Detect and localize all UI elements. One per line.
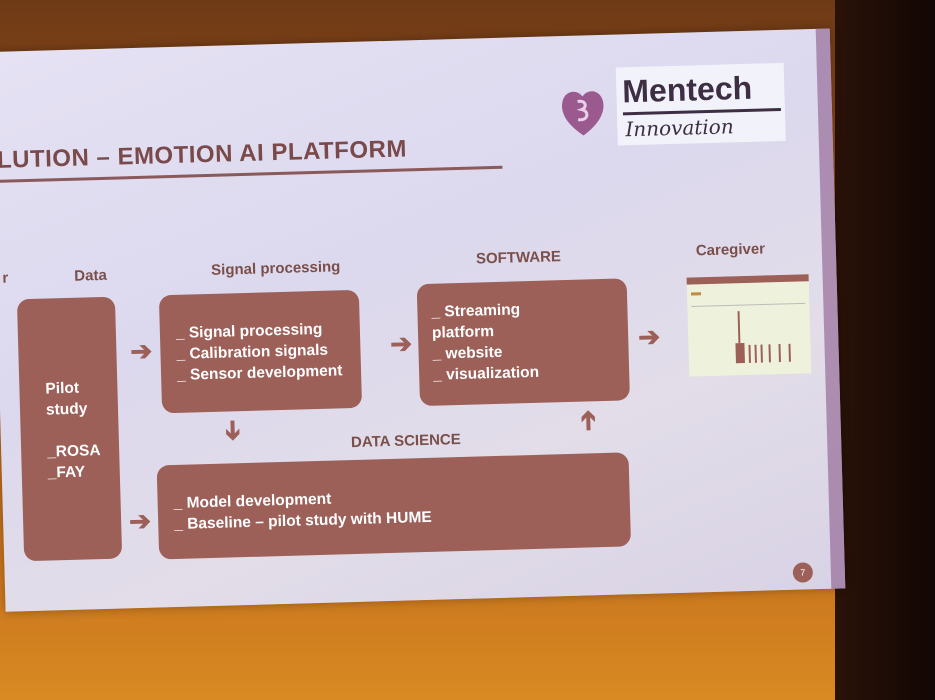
arrow-right-icon: ➔: [389, 328, 413, 359]
arrow-up-icon: ➔: [572, 409, 603, 432]
header-software: SOFTWARE: [475, 248, 562, 268]
arrow-right-icon: ➔: [637, 321, 661, 353]
header-signal-processing: Signal processing: [210, 258, 341, 279]
data-line: Pilot: [45, 379, 80, 398]
data-line: _FAY: [47, 463, 86, 482]
data-line: study: [45, 400, 88, 419]
arrow-down-icon: ➔: [218, 419, 249, 442]
arrow-right-icon: ➔: [128, 505, 152, 537]
page-number: 7: [792, 562, 814, 583]
caregiver-dashboard-screenshot: [686, 274, 812, 377]
software-line: _ visualization: [432, 363, 540, 384]
data-line: _ROSA: [46, 442, 101, 461]
projected-slide: LUTION – EMOTION AI PLATFORM Mentech Inn…: [0, 28, 846, 612]
arrow-right-icon: ➔: [129, 335, 153, 367]
header-data: Data: [74, 266, 108, 285]
header-caregiver: Caregiver: [695, 240, 766, 260]
logo-name: Mentech: [621, 69, 753, 110]
dashboard-bar-chart-icon: [690, 292, 806, 364]
header-left-cut: r: [2, 269, 9, 287]
signal-processing-box: _ Signal processing _ Calibration signal…: [158, 289, 363, 414]
software-box: _ Streaming platform _ website _ visuali…: [416, 278, 630, 407]
header-data-science: DATA SCIENCE: [350, 431, 461, 452]
slide-title: LUTION – EMOTION AI PLATFORM: [0, 135, 408, 174]
data-science-box: _ Model development _ Baseline – pilot s…: [156, 452, 632, 560]
heart-logo-icon: [562, 91, 604, 136]
data-box: Pilot study _ROSA _FAY: [16, 296, 123, 562]
room-dark-area: [835, 0, 935, 700]
mentech-logo: Mentech Innovation: [615, 62, 786, 146]
signal-line: _ Sensor development: [176, 362, 343, 384]
logo-tagline: Innovation: [625, 114, 734, 142]
